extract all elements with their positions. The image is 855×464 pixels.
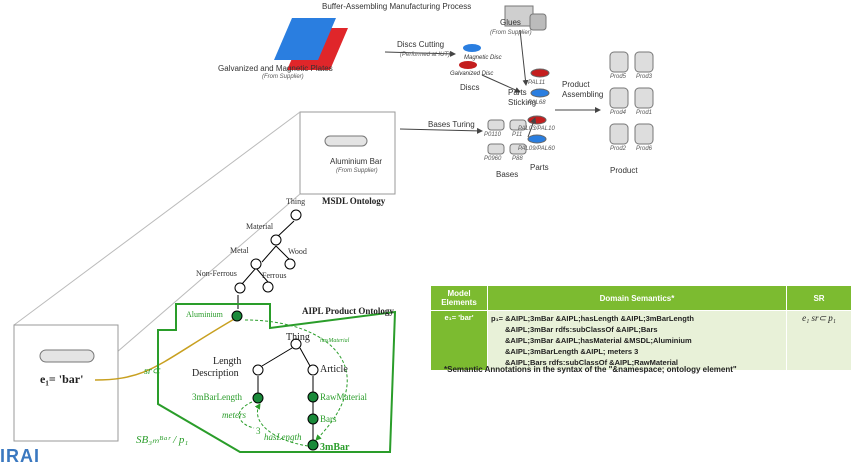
part-pal11: PAL11 bbox=[528, 80, 546, 86]
base-p88: P88 bbox=[512, 156, 523, 162]
bases-turing-label: Bases Turing bbox=[428, 120, 475, 129]
prod-1: Prod1 bbox=[636, 110, 653, 116]
aipl-length-1: Length bbox=[213, 356, 242, 367]
prod-2: Prod2 bbox=[610, 146, 627, 152]
aipl-title: AIPL Product Ontology bbox=[302, 306, 394, 316]
aluminium-bar-sub: (From Supplier) bbox=[336, 168, 378, 174]
table-cell-sr: e₁ sr⊂ p₁ bbox=[786, 310, 852, 371]
aipl-aluminium: Aluminium bbox=[186, 310, 223, 319]
blue-plate-icon bbox=[274, 18, 336, 60]
page-title: Buffer-Assembling Manufacturing Process bbox=[322, 2, 472, 11]
plates-sub: (From Supplier) bbox=[262, 74, 304, 80]
e1-label: e₁= 'bar' bbox=[40, 372, 84, 386]
semantics-table: Model Elements Domain Semantics* SR e₁= … bbox=[430, 285, 852, 371]
glues-label: Glues bbox=[500, 18, 521, 27]
aipl-raw-material: RawMaterial bbox=[320, 392, 367, 402]
table-cell-element: e₁= 'bar' bbox=[430, 310, 488, 371]
msdl-material: Material bbox=[246, 222, 274, 231]
table-row: e₁= 'bar' p₁= &AIPL;3mBar &AIPL;hasLengt… bbox=[430, 310, 852, 371]
aipl-meters: meters bbox=[222, 410, 246, 420]
msdl-non-ferrous: Non-Ferrous bbox=[196, 269, 237, 278]
aipl-has-length: hasLength bbox=[264, 432, 302, 442]
part-pal09: PAL09/PAL60 bbox=[518, 146, 555, 152]
parts-label: Parts bbox=[530, 163, 549, 172]
discs-label: Discs bbox=[460, 83, 480, 92]
bases-label: Bases bbox=[496, 170, 519, 179]
discs-cutting-sub: (Performed at IUT) bbox=[400, 52, 451, 58]
logo: IRAI bbox=[0, 446, 40, 464]
base-p0960: P0960 bbox=[484, 156, 502, 162]
glues-sub: (From Supplier) bbox=[490, 30, 532, 36]
msdl-tree bbox=[234, 209, 302, 309]
prod-6: Prod6 bbox=[636, 146, 653, 152]
prod-4: Prod4 bbox=[610, 110, 627, 116]
aluminium-bar-box bbox=[299, 111, 396, 195]
table-header-domain-semantics: Domain Semantics* bbox=[487, 285, 787, 311]
table-header-sr: SR bbox=[786, 285, 852, 311]
table-cell-semantics: p₁= &AIPL;3mBar &AIPL;hasLength &AIPL;3m… bbox=[487, 310, 787, 371]
msdl-metal: Metal bbox=[230, 246, 249, 255]
glue-can-icon bbox=[529, 13, 547, 31]
prod-3: Prod3 bbox=[636, 74, 653, 80]
product-assembling-label: Product Assembling bbox=[562, 80, 604, 99]
aipl-has-material: hasMaterial bbox=[320, 338, 350, 344]
msdl-title: MSDL Ontology bbox=[322, 196, 386, 206]
part-pal68: PAL68 bbox=[528, 100, 546, 106]
semantics-line: &AIPL;Bars rdfs:subClassOf &AIPL;RawMate… bbox=[505, 358, 678, 367]
parts-sticking-label: Parts Sticking bbox=[508, 88, 537, 107]
galvanized-disc-label: Galvanized Disc bbox=[450, 71, 494, 77]
aipl-article: Article bbox=[320, 364, 348, 375]
aipl-length-2: Description bbox=[192, 368, 239, 379]
table-header-model-elements: Model Elements bbox=[430, 285, 488, 311]
base-p11: P11 bbox=[512, 132, 523, 138]
aipl-outline bbox=[157, 303, 397, 453]
aipl-bar: 3mBar bbox=[320, 442, 350, 453]
semantics-line: &AIPL;3mBarLength &AIPL; meters 3 bbox=[505, 347, 639, 356]
parts-stack bbox=[527, 68, 550, 144]
bar-zoom-box bbox=[13, 324, 119, 442]
part-pal03: PAL03/PAL10 bbox=[518, 126, 555, 132]
aipl-thing: Thing bbox=[286, 332, 310, 343]
discs-cutting-label: Discs Cutting bbox=[397, 40, 445, 49]
galvanized-disc-icon bbox=[459, 61, 477, 69]
semantics-line: &AIPL;3mBar &AIPL;hasMaterial &MSDL;Alum… bbox=[505, 336, 692, 345]
magnetic-disc-icon bbox=[463, 44, 481, 52]
aipl-bar-length: 3mBarLength bbox=[192, 392, 242, 402]
aluminium-bar-label: Aluminium Bar bbox=[330, 157, 383, 166]
bar-icon bbox=[39, 349, 95, 363]
msdl-ferrous: Ferrous bbox=[262, 271, 287, 280]
aipl-three: 3 bbox=[256, 426, 261, 436]
msdl-thing: Thing bbox=[286, 197, 306, 206]
sr-label: sr⊂ bbox=[144, 366, 161, 377]
magnetic-disc-label: Magnetic Disc bbox=[464, 55, 502, 61]
plates-label: Galvanized and Magnetic Plates bbox=[218, 64, 333, 73]
msdl-wood: Wood bbox=[288, 247, 307, 256]
semantics-line: &AIPL;3mBar rdfs:subClassOf &AIPL;Bars bbox=[505, 325, 658, 334]
sb-label: SB₃ₘᴮᵃʳ / p₁ bbox=[136, 434, 189, 446]
prod-5: Prod5 bbox=[610, 74, 627, 80]
semantics-line: p₁= &AIPL;3mBar &AIPL;hasLength &AIPL;3m… bbox=[491, 314, 694, 323]
table-footnote: *Semantic Annotations in the syntax of t… bbox=[444, 365, 737, 374]
aipl-bars: Bars bbox=[320, 414, 337, 424]
product-label: Product bbox=[610, 166, 638, 175]
base-p0110: P0110 bbox=[484, 132, 501, 138]
